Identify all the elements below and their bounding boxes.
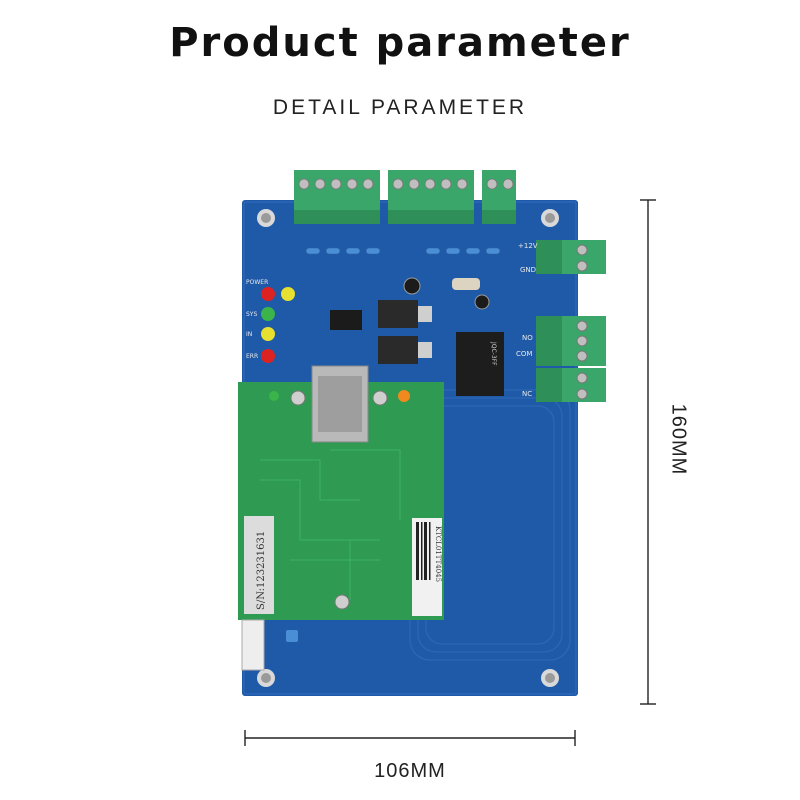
module-code: KTCL01TT4045 [434,526,442,582]
regulator-top [378,300,418,328]
ic-chip [330,310,362,330]
label-power: POWER [246,279,268,286]
capacitor [403,277,421,295]
label-sys: SYS [246,311,257,318]
label-gnd: GND [520,266,536,274]
label-nc: NC [522,390,532,398]
page-subtitle: DETAIL PARAMETER [272,96,528,119]
label-12v: +12V [518,242,538,250]
regulator-bottom [378,336,418,364]
mounting-holes [257,209,559,687]
relay-label: JQC-3FF [490,341,497,366]
label-in: IN [246,331,252,338]
label-err: ERR [246,353,258,360]
serial-number: S/N:123231631 [256,531,267,610]
serial-sticker [244,516,274,614]
terminal-block-top [294,170,516,224]
terminal-block-right [536,240,606,402]
bottom-connector [241,619,265,671]
status-leds [261,287,295,363]
component-row [305,247,501,255]
resistor-pack [452,278,480,290]
page-title: Product parameter [169,20,631,66]
relay [456,332,504,396]
controller-board: +12V GND NO COM NC POWER SYS IN ERR JQC-… [238,170,606,696]
height-label: 160MM [667,403,690,476]
label-no: NO [522,334,533,342]
width-label: 106MM [374,760,446,782]
product-image: +12V GND NO COM NC POWER SYS IN ERR JQC-… [230,160,610,724]
label-com: COM [516,350,532,358]
